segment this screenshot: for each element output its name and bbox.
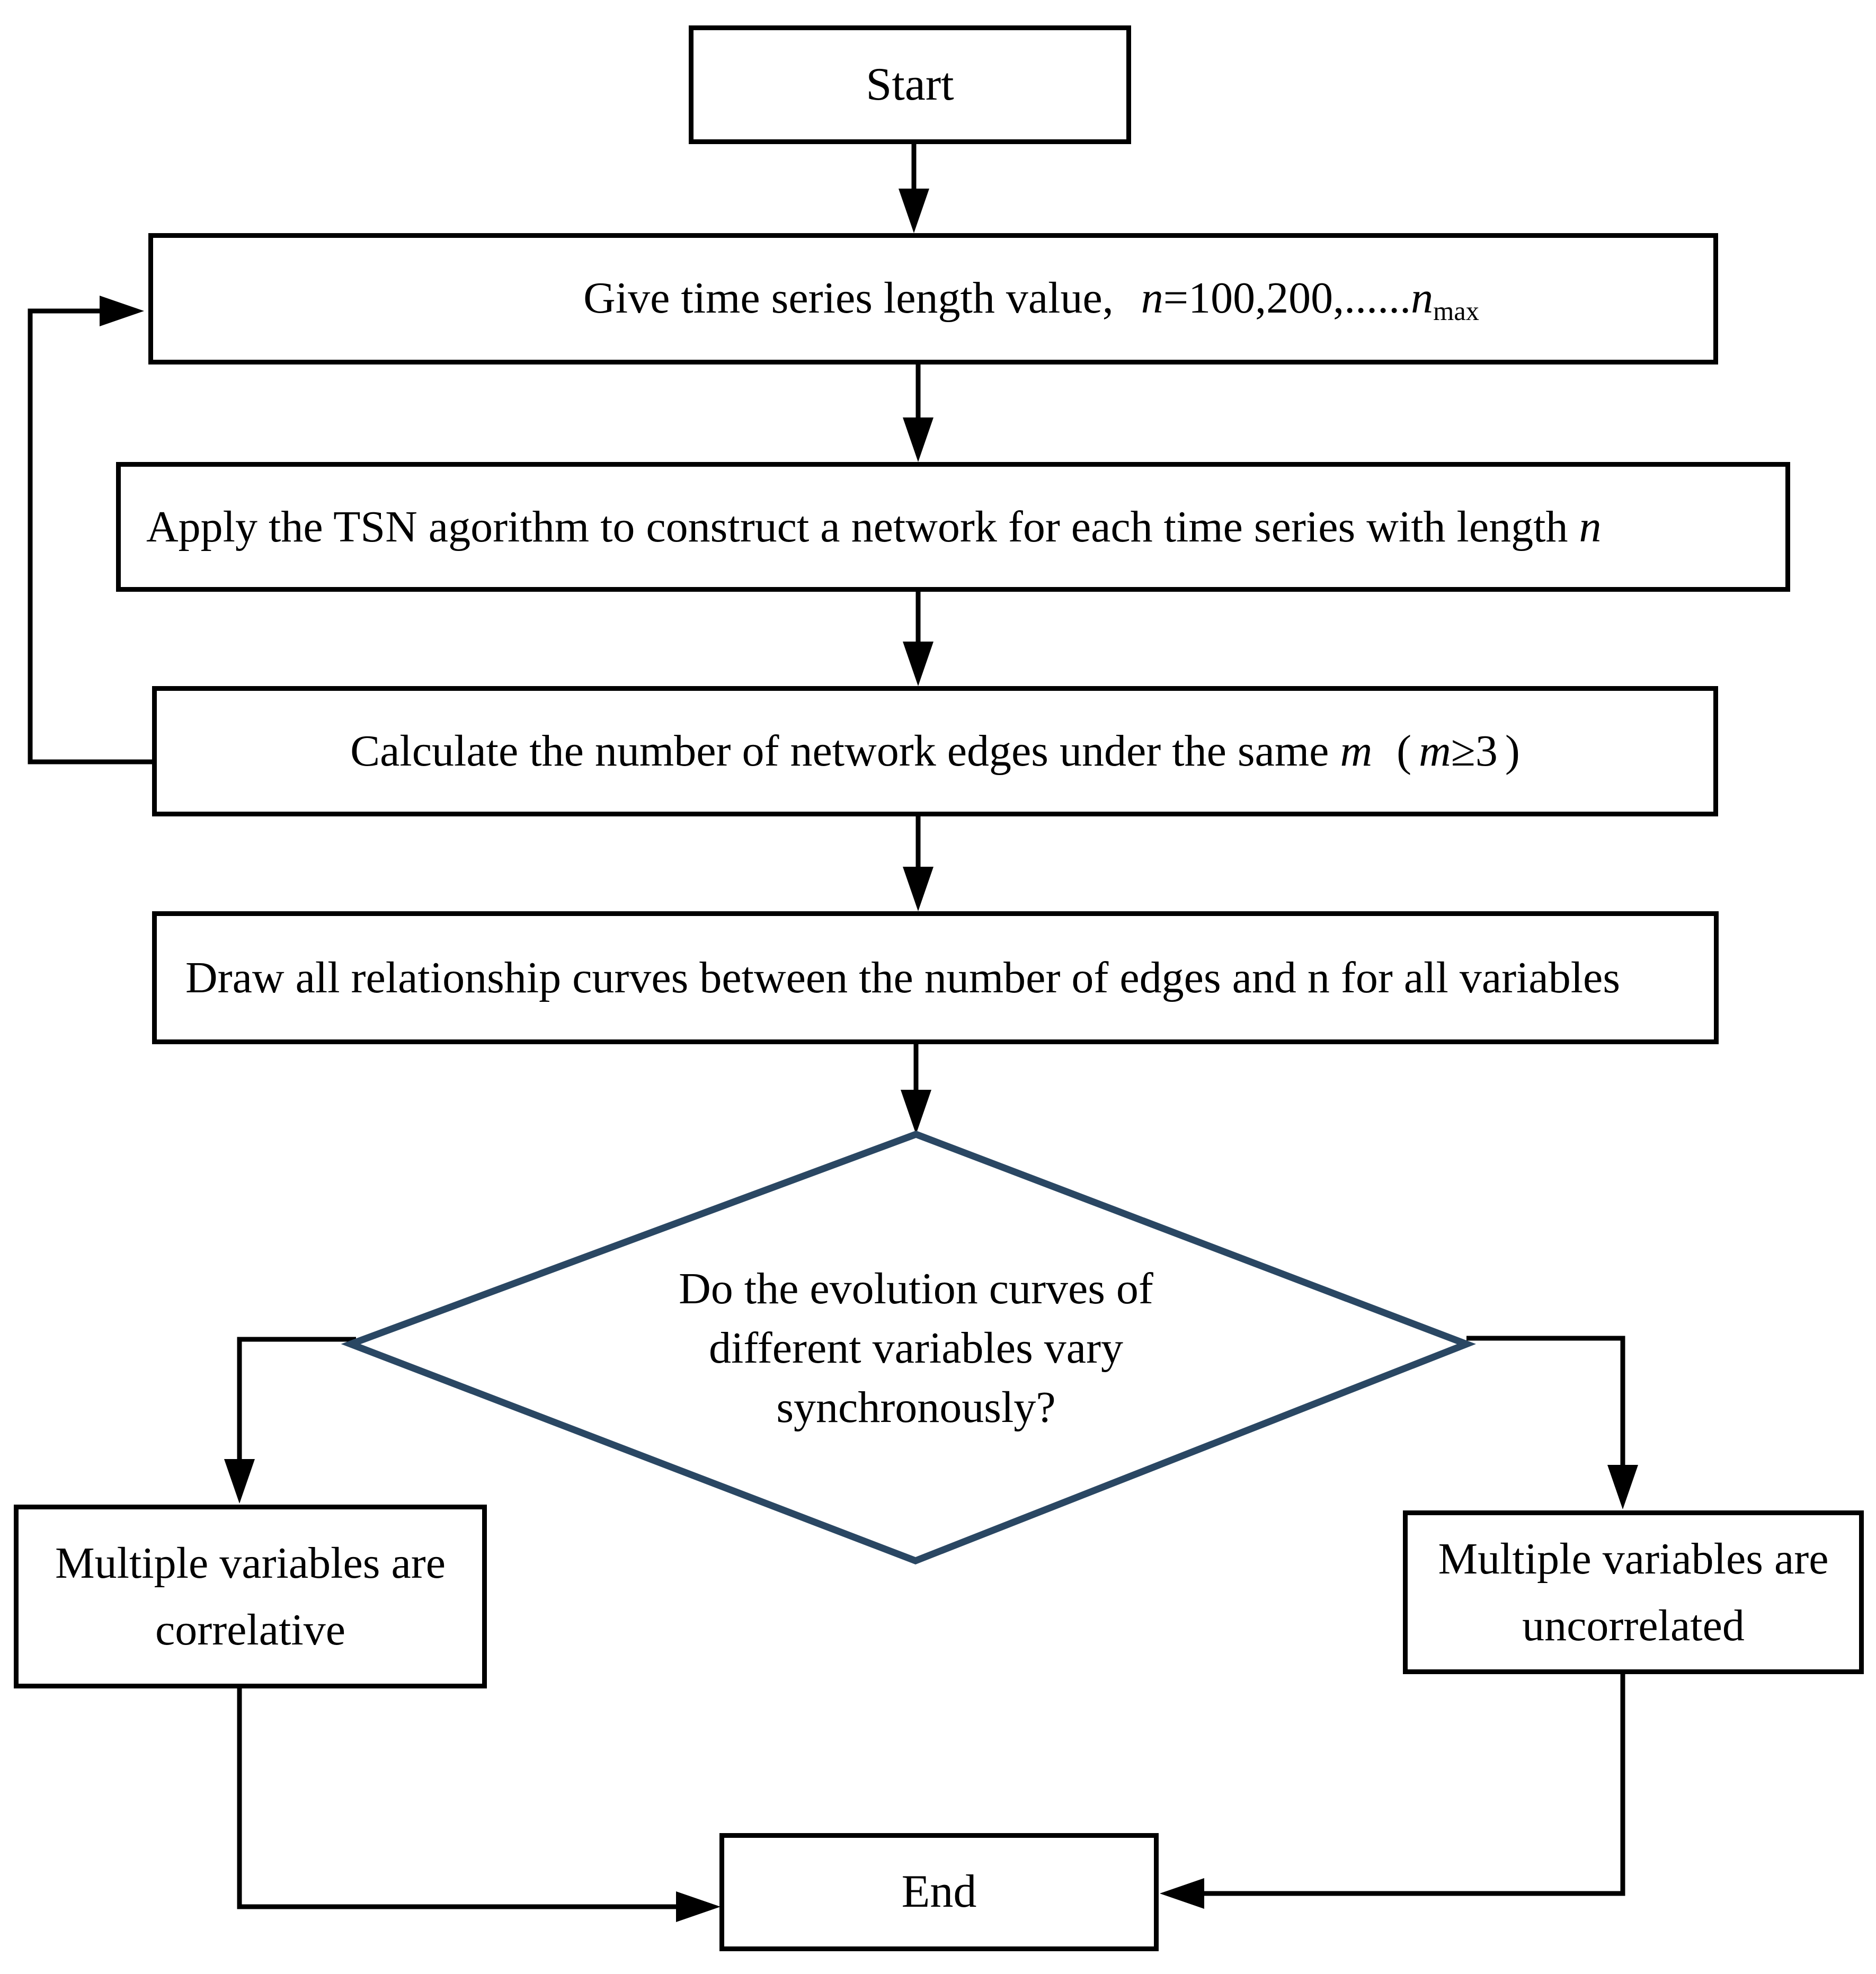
uncorrelated-label: Multiple variables are uncorrelated (1438, 1526, 1828, 1659)
decision-line2: different variables vary (708, 1323, 1124, 1373)
apply-tsn-label: Apply the TSN agorithm to construct a ne… (146, 498, 1602, 556)
node-apply-tsn: Apply the TSN agorithm to construct a ne… (116, 462, 1790, 592)
arrowhead-down-decision (901, 1090, 931, 1134)
arrowhead-right-end (676, 1891, 721, 1922)
give-length-n2: n (1411, 273, 1434, 323)
give-length-n1: n (1141, 273, 1163, 323)
calc-edges-condition: ≥3 (1451, 726, 1498, 776)
uncorrelated-line1: Multiple variables are (1438, 1534, 1829, 1584)
calc-edges-m1: m (1340, 726, 1373, 776)
calc-edges-close-paren: ) (1505, 726, 1520, 776)
correlative-line2: correlative (155, 1605, 346, 1655)
node-uncorrelated: Multiple variables are uncorrelated (1403, 1510, 1864, 1674)
decision-label: Do the evolution curves of different var… (545, 1259, 1287, 1437)
give-length-values: =100,200,...... (1163, 273, 1411, 323)
give-length-label: Give time series length value, n=100,200,… (387, 269, 1479, 329)
give-length-text: Give time series length value, (583, 273, 1114, 323)
arrowhead-down-uncorrelated (1607, 1465, 1638, 1509)
node-end: End (719, 1833, 1159, 1951)
arrowhead-right-loop-give (100, 296, 144, 326)
arrowhead-down-apply (903, 417, 933, 462)
correlative-line1: Multiple variables are (55, 1538, 446, 1588)
arrowhead-left-end (1160, 1878, 1204, 1909)
node-correlative: Multiple variables are correlative (14, 1505, 487, 1688)
arrowhead-down-correlative (224, 1459, 255, 1504)
decision-line3: synchronously? (776, 1383, 1056, 1432)
arrowhead-down-draw (903, 867, 933, 911)
end-label: End (901, 1866, 977, 1918)
apply-tsn-text: Apply the TSN agorithm to construct a ne… (146, 502, 1568, 552)
calc-edges-m2: m (1419, 726, 1451, 776)
decision-diamond (341, 1131, 1477, 1564)
apply-tsn-n: n (1579, 502, 1602, 552)
connector-correlative-to-end (237, 1688, 677, 1909)
connector-loop-calc-to-give (28, 308, 152, 764)
connector-decision-to-uncorrelated (1466, 1336, 1625, 1465)
calc-edges-open-paren: ( (1397, 726, 1412, 776)
decision-line1: Do the evolution curves of (679, 1264, 1153, 1313)
draw-curves-label: Draw all relationship curves between the… (185, 953, 1621, 1002)
node-start: Start (689, 25, 1131, 144)
uncorrelated-line2: uncorrelated (1522, 1600, 1745, 1650)
calc-edges-label: Calculate the number of network edges un… (350, 722, 1520, 780)
connector-decision-to-correlative (237, 1337, 356, 1459)
node-give-length: Give time series length value, n=100,200,… (148, 233, 1718, 364)
correlative-label: Multiple variables are correlative (55, 1530, 446, 1664)
node-draw-curves: Draw all relationship curves between the… (152, 911, 1719, 1044)
calc-edges-text: Calculate the number of network edges un… (350, 726, 1329, 776)
give-length-subscript: max (1433, 296, 1479, 326)
connector-uncorrelated-to-end (1203, 1674, 1625, 1896)
arrowhead-down-calc (903, 642, 933, 686)
node-calc-edges: Calculate the number of network edges un… (152, 686, 1718, 816)
arrowhead-down-give (899, 189, 929, 233)
start-label: Start (866, 58, 954, 110)
